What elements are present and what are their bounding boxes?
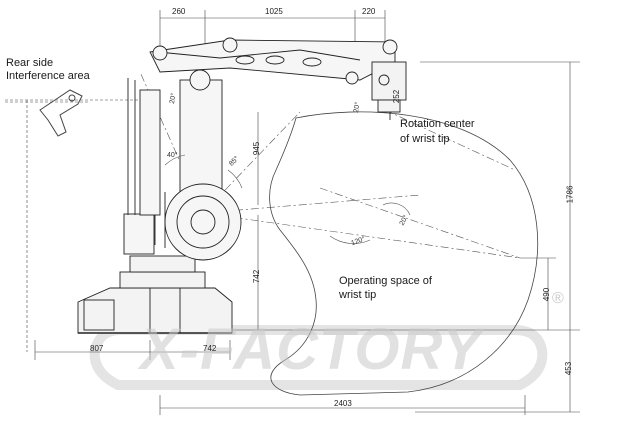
dim-right-490: 490 — [542, 287, 552, 302]
robot-base — [77, 255, 233, 334]
robot-upper-arm — [149, 37, 398, 91]
dim-bottom-742: 742 — [203, 344, 217, 353]
dim-top-1025: 1025 — [265, 7, 283, 16]
rear-interference-shape — [5, 89, 90, 137]
robot-wrist — [371, 61, 407, 120]
dim-right-1786: 1786 — [565, 185, 575, 204]
rotation-center-label: Rotation center — [400, 118, 475, 130]
angle-arcs — [164, 154, 411, 244]
operating-space-wrist-tip-label: wrist tip — [339, 289, 377, 301]
watermark-logo — [89, 325, 548, 390]
watermark-brand: X-FACTORY — [140, 317, 483, 382]
dim-vertical-742: 742 — [252, 269, 262, 284]
dim-bottom-807: 807 — [90, 344, 104, 353]
rear-side-label: Rear side — [6, 57, 54, 69]
dim-bottom-2403: 2403 — [334, 399, 352, 408]
interference-area-label: Interference area — [6, 70, 90, 82]
dim-top-260: 260 — [172, 7, 186, 16]
robot-turret — [123, 78, 242, 261]
operating-space-envelope — [269, 111, 539, 396]
wrist-tip-label: of wrist tip — [400, 133, 450, 145]
registered-mark: ® — [552, 290, 564, 307]
dim-wrist-252: 252 — [392, 89, 402, 104]
operating-space-label: Operating space of — [339, 275, 432, 287]
dim-top-220: 220 — [362, 7, 376, 16]
angle-40: 40° — [167, 152, 178, 159]
dim-vertical-945: 945 — [252, 141, 262, 156]
dim-right-453: 453 — [564, 361, 574, 376]
